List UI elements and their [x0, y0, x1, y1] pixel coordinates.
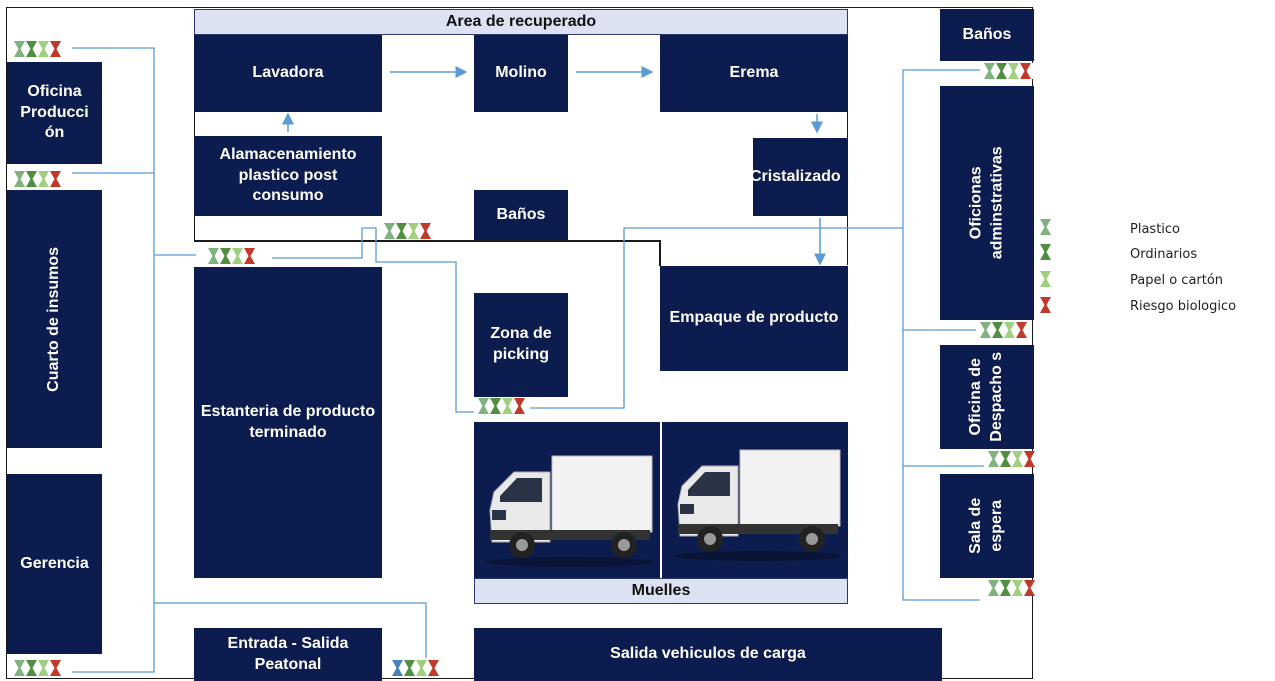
waste-bin-icon [232, 248, 243, 264]
recuperado-border-bottom [194, 240, 660, 242]
waste-bin-icon [392, 660, 403, 676]
waste-bin-cluster [982, 63, 1033, 79]
waste-bin-icon [980, 322, 991, 338]
waste-bin-icon [208, 248, 219, 264]
truck-icon [672, 444, 844, 562]
waste-bin-icon [26, 660, 37, 676]
waste-bin-icon [1024, 580, 1035, 596]
waste-bin-icon [1008, 63, 1019, 79]
recuperado-border-right [847, 10, 848, 265]
room-erema: Erema [660, 35, 848, 112]
waste-bin-icon [1040, 244, 1051, 260]
room-cuarto-insumos: Cuarto de insumos [7, 190, 102, 448]
route-lines [72, 47, 984, 673]
waste-bin-icon [396, 223, 407, 239]
waste-bin-icon [408, 223, 419, 239]
recuperado-border-left [194, 10, 195, 240]
recuperado-border-step [659, 240, 661, 266]
room-estanteria: Estanteria de producto terminado [194, 267, 382, 578]
waste-bin-cluster [978, 322, 1029, 338]
legend-plastico: Plastico [1130, 222, 1181, 237]
waste-bin-icon [420, 223, 431, 239]
waste-bin-cluster [986, 451, 1037, 467]
room-sala-espera: Sala de espera [940, 474, 1034, 578]
waste-bin-icon [514, 398, 525, 414]
waste-bin-icon [14, 171, 25, 187]
legend-bin-icon [1040, 219, 1051, 235]
waste-bin-icon [1020, 63, 1031, 79]
waste-bin-icon [384, 223, 395, 239]
waste-bin-icon [1040, 297, 1051, 313]
waste-bin-icon [490, 398, 501, 414]
room-oficina-despachos: Oficina de Despacho s [940, 345, 1034, 449]
waste-bin-icon [1000, 451, 1011, 467]
waste-bin-cluster [476, 398, 527, 414]
waste-bin-icon [502, 398, 513, 414]
room-molino: Molino [474, 35, 568, 112]
legend-riesgo: Riesgo biologico [1130, 299, 1237, 314]
room-oficinas-admin: Oficionas adminstrativas [940, 86, 1034, 320]
legend-bin-icon [1040, 244, 1051, 260]
waste-bin-icon [1004, 322, 1015, 338]
waste-bin-icon [996, 63, 1007, 79]
waste-bin-icon [1012, 580, 1023, 596]
waste-bin-icon [984, 63, 995, 79]
waste-bin-icon [26, 171, 37, 187]
waste-bin-icon [38, 171, 49, 187]
waste-bin-icon [1024, 451, 1035, 467]
room-gerencia: Gerencia [7, 474, 102, 654]
legend-papel: Papel o cartón [1130, 273, 1224, 288]
waste-bin-cluster [986, 580, 1037, 596]
waste-bin-icon [1040, 271, 1051, 287]
area-recuperado-header: Area de recuperado [194, 9, 848, 35]
room-banos-right: Baños [940, 9, 1034, 61]
waste-bin-icon [478, 398, 489, 414]
room-empaque: Empaque de producto [660, 266, 848, 371]
room-cristalizador: Cristalizado [753, 138, 848, 216]
waste-bin-icon [1016, 322, 1027, 338]
room-banos-center: Baños [474, 190, 568, 240]
waste-bin-icon [1040, 219, 1051, 235]
truck-icon [484, 450, 656, 568]
waste-bin-icon [50, 660, 61, 676]
waste-bin-icon [26, 41, 37, 57]
waste-bin-icon [1000, 580, 1011, 596]
waste-bin-icon [988, 580, 999, 596]
waste-bin-icon [404, 660, 415, 676]
waste-bin-icon [14, 660, 25, 676]
waste-bin-icon [244, 248, 255, 264]
waste-bin-icon [38, 41, 49, 57]
waste-bin-icon [988, 451, 999, 467]
waste-bin-icon [992, 322, 1003, 338]
legend-bin-icon [1040, 271, 1051, 287]
room-almacenamiento: Alamacenamiento plastico post consumo [194, 136, 382, 216]
waste-bin-cluster [382, 223, 433, 239]
waste-bin-cluster [206, 248, 257, 264]
room-salida-vehiculos: Salida vehiculos de carga [474, 628, 942, 681]
legend-ordinarios: Ordinarios [1130, 247, 1198, 262]
waste-bin-icon [220, 248, 231, 264]
waste-bin-cluster [12, 660, 63, 676]
waste-bin-cluster [390, 660, 441, 676]
room-zona-picking: Zona de picking [474, 293, 568, 397]
room-oficina-produccion: Oficina Producci ón [7, 62, 102, 164]
waste-bin-icon [428, 660, 439, 676]
waste-bin-icon [50, 41, 61, 57]
waste-bin-icon [416, 660, 427, 676]
muelles-label: Muelles [474, 578, 848, 604]
waste-bin-cluster [12, 41, 63, 57]
room-lavadora: Lavadora [194, 35, 382, 112]
waste-bin-icon [14, 41, 25, 57]
waste-bin-icon [38, 660, 49, 676]
room-entrada-salida: Entrada - Salida Peatonal [194, 628, 382, 681]
waste-bin-icon [1012, 451, 1023, 467]
legend-bin-icon [1040, 297, 1051, 313]
waste-bin-cluster [12, 171, 63, 187]
waste-bin-icon [50, 171, 61, 187]
